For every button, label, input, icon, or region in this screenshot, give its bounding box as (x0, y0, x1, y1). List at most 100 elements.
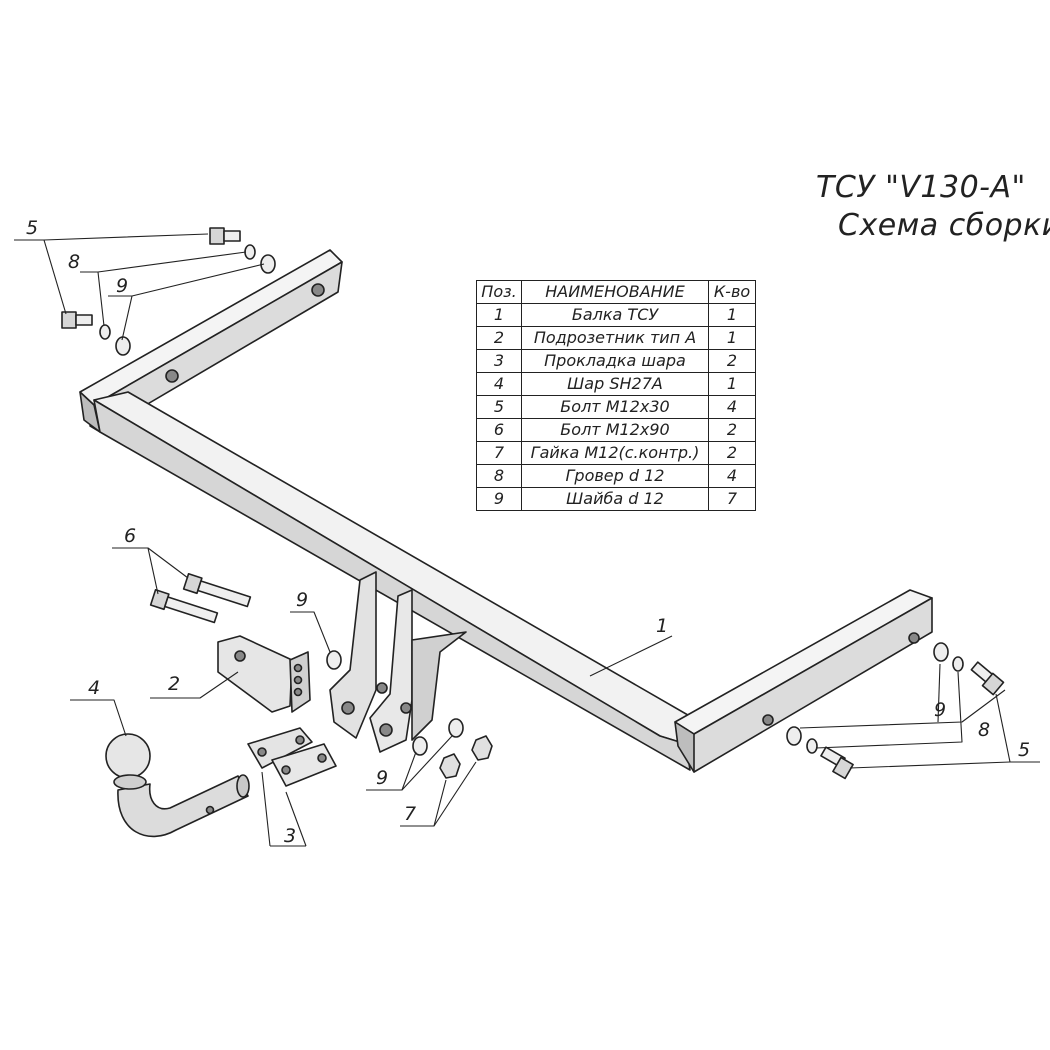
shank-hole (205, 805, 215, 815)
ball-spacers (247, 727, 337, 787)
cell-qty: 2 (708, 441, 756, 465)
left-mounting-bracket (79, 249, 343, 406)
bolt-m12x30 (970, 661, 1005, 696)
cell-name: Гровер d 12 (521, 464, 709, 488)
bolt-m12x90 (149, 588, 219, 624)
callout-9-right: 9 (934, 699, 946, 721)
bracket-hole (762, 714, 774, 726)
callout-9-center: 9 (296, 589, 308, 611)
cell-pos: 5 (476, 395, 522, 419)
socket-bracket-plate (217, 635, 293, 713)
flat-washer (412, 736, 428, 756)
cell-qty: 1 (708, 372, 756, 396)
cell-pos: 7 (476, 441, 522, 465)
spring-washer (244, 244, 256, 260)
bolt-m12x30 (820, 746, 854, 780)
flat-washer (786, 726, 802, 746)
plate-hole (376, 682, 388, 694)
leader-lines (14, 233, 1040, 847)
callout-9-left: 9 (116, 275, 128, 297)
spring-washer (806, 738, 818, 754)
spring-washer (99, 324, 111, 340)
cell-pos: 8 (476, 464, 522, 488)
callout-6: 6 (124, 525, 136, 547)
callout-8-left: 8 (68, 251, 80, 273)
tow-ball-head (105, 733, 151, 779)
tow-ball-shank-end (236, 774, 250, 798)
flat-washer (933, 642, 949, 662)
spacer-hole (317, 753, 327, 763)
cell-qty: 4 (708, 464, 756, 488)
header-pos: Поз. (476, 280, 522, 304)
cell-qty: 4 (708, 395, 756, 419)
callout-1: 1 (656, 615, 668, 637)
cell-qty: 7 (708, 487, 756, 511)
lock-nut (439, 753, 461, 779)
center-fasteners (412, 718, 493, 779)
plate-hole (379, 723, 393, 737)
bracket-hole (311, 283, 325, 297)
callout-3: 3 (284, 825, 296, 847)
left-fasteners (61, 227, 276, 356)
plate-hole (400, 702, 412, 714)
cell-name: Шар SH27A (521, 372, 709, 396)
cell-name: Шайба d 12 (521, 487, 709, 511)
bolt-m12x30 (61, 311, 93, 329)
cell-name: Гайка М12(с.контр.) (521, 441, 709, 465)
bracket-hole (165, 369, 179, 383)
header-qty: К-во (708, 280, 756, 304)
callout-7: 7 (404, 803, 416, 825)
diagram-subtitle: Схема сборки (838, 208, 1050, 243)
socket-bracket (217, 635, 311, 713)
bracket-hole (293, 663, 303, 673)
right-bracket-end-face (674, 721, 695, 773)
diagram-title: ТСУ "V130-A" (816, 170, 1026, 205)
ball-mount-plate (329, 571, 377, 739)
bracket-hole (293, 687, 303, 697)
callout-9-bottom: 9 (376, 767, 388, 789)
lock-nut (471, 735, 493, 761)
cell-qty: 1 (708, 326, 756, 350)
spacer-hole (257, 747, 267, 757)
plate-hole (341, 701, 355, 715)
tow-ball-collar (113, 774, 147, 790)
callout-5-left: 5 (26, 217, 38, 239)
spring-washer (952, 656, 964, 672)
cell-pos: 4 (476, 372, 522, 396)
bracket-hole (293, 675, 303, 685)
plate-gusset (411, 631, 467, 741)
spacer-hole (295, 735, 305, 745)
long-bolts (149, 572, 252, 624)
spacer-hole (281, 765, 291, 775)
callout-8-right: 8 (978, 719, 990, 741)
right-mounting-bracket (674, 589, 933, 735)
cell-name: Болт М12х30 (521, 395, 709, 419)
bracket-hole (908, 632, 920, 644)
flat-washer (260, 254, 276, 274)
tow-bar-beam (79, 249, 933, 773)
callout-labels: 1 2 3 4 5 5 6 7 8 8 9 9 9 9 (26, 217, 1030, 847)
bolt-m12x30 (209, 227, 241, 245)
cell-qty: 1 (708, 303, 756, 327)
flat-washer (115, 336, 131, 356)
bolt-m12x90 (182, 572, 252, 608)
flat-washer (448, 718, 464, 738)
flat-washer (326, 650, 342, 670)
bracket-hole (234, 650, 246, 662)
callout-5-right: 5 (1018, 739, 1030, 761)
table-header-row: Поз. НАИМЕНОВАНИЕ К-во (476, 280, 756, 304)
tow-ball (105, 733, 250, 838)
callout-4: 4 (88, 677, 100, 699)
right-fasteners (786, 642, 1005, 780)
callout-2: 2 (168, 673, 180, 695)
cell-pos: 6 (476, 418, 522, 442)
